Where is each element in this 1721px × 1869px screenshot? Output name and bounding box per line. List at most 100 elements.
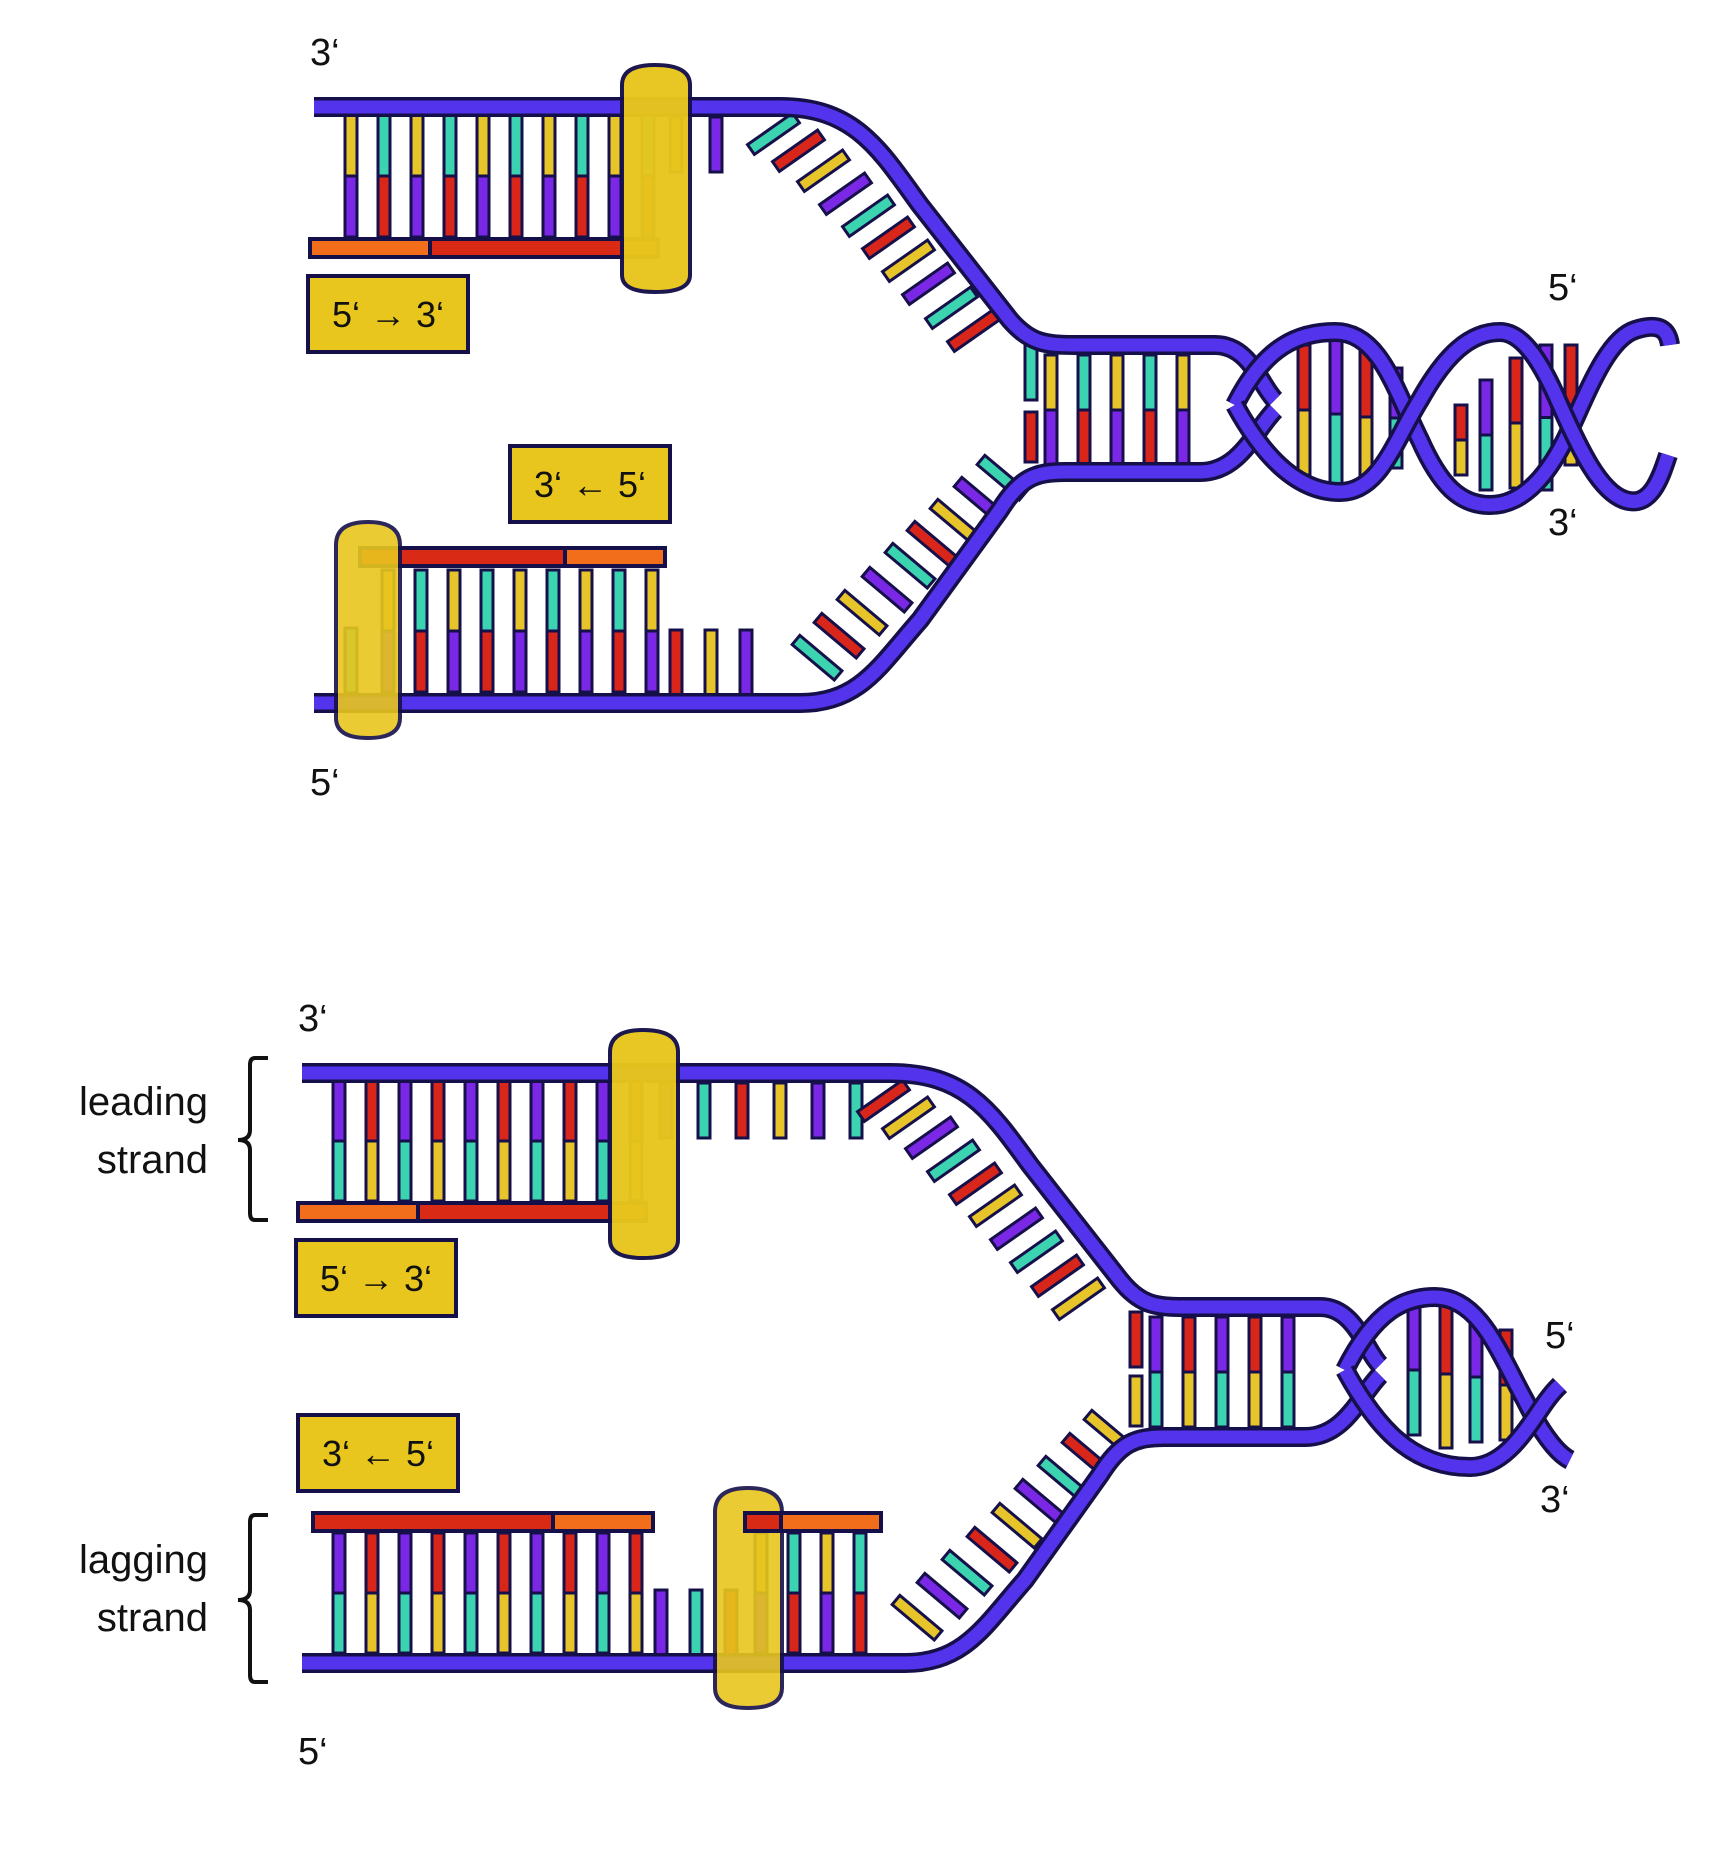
base-pair xyxy=(607,113,623,178)
base-pair xyxy=(578,568,594,633)
base-pair xyxy=(463,1531,479,1595)
base-pair xyxy=(475,113,491,178)
bottom-panel: 5‘ → 3‘ 3‘ ← 5‘ leading strand lagging s… xyxy=(79,998,1576,1773)
base-pair xyxy=(795,147,852,194)
base-pair xyxy=(967,1182,1024,1229)
base-pair xyxy=(578,629,594,694)
bottom-direction-lower: 3‘ ← 5‘ xyxy=(322,1433,434,1474)
base-pair xyxy=(496,1079,512,1143)
top-leading-primer xyxy=(308,237,432,259)
base-pair xyxy=(880,237,937,284)
base-pair xyxy=(988,1205,1045,1252)
base-pair xyxy=(529,1139,545,1203)
base-pair xyxy=(446,629,462,694)
base-pair xyxy=(529,1079,545,1143)
base-pair xyxy=(397,1079,413,1143)
base-pair xyxy=(541,174,557,239)
base-pair xyxy=(376,113,392,178)
base-pair xyxy=(790,633,845,683)
top-bases xyxy=(343,110,1579,697)
base-pair xyxy=(1508,356,1524,425)
base-pair xyxy=(529,1531,545,1595)
leading-strand-label-line2: strand xyxy=(97,1138,208,1182)
base-pair xyxy=(595,1531,611,1595)
base-pair xyxy=(1296,343,1312,412)
base-pair xyxy=(1109,353,1125,412)
base-pair xyxy=(595,1139,611,1203)
base-pair xyxy=(430,1079,446,1143)
base-pair xyxy=(653,1588,669,1657)
bottom-lagging-primer-2 xyxy=(779,1511,883,1533)
base-pair xyxy=(343,113,359,178)
base-pair xyxy=(413,629,429,694)
base-pair xyxy=(745,110,802,157)
base-pair xyxy=(703,628,719,697)
base-pair xyxy=(409,174,425,239)
bracket-icon xyxy=(237,1513,268,1684)
base-pair xyxy=(1043,353,1059,412)
base-pair xyxy=(628,1531,644,1595)
base-pair xyxy=(364,1591,380,1655)
base-pair xyxy=(1175,353,1191,412)
base-pair xyxy=(786,1591,802,1655)
base-pair xyxy=(883,541,938,591)
dna-polymerase-icon xyxy=(620,62,692,295)
base-pair xyxy=(1247,1315,1263,1374)
base-pair xyxy=(855,1077,912,1124)
base-pair xyxy=(1280,1315,1296,1374)
top-end-5prime-right: 5‘ xyxy=(1548,267,1578,309)
base-pair xyxy=(738,628,754,697)
base-pair xyxy=(364,1139,380,1203)
base-pair xyxy=(812,611,867,661)
base-pair xyxy=(1328,338,1344,416)
base-pair xyxy=(1013,1477,1068,1527)
base-pair xyxy=(1468,1375,1484,1444)
bracket-icon xyxy=(237,1056,268,1222)
base-pair xyxy=(1453,403,1469,442)
base-pair xyxy=(852,1591,868,1655)
base-pair xyxy=(1214,1370,1230,1429)
base-pair xyxy=(479,629,495,694)
base-pair xyxy=(475,174,491,239)
base-pair xyxy=(1142,408,1158,467)
base-pair xyxy=(1296,408,1312,477)
base-pair xyxy=(343,174,359,239)
top-end-5prime-left: 5‘ xyxy=(310,762,340,804)
leading-strand-label-line1: leading xyxy=(79,1080,208,1124)
base-pair xyxy=(1043,408,1059,467)
base-pair xyxy=(644,568,660,633)
base-pair xyxy=(628,1591,644,1655)
base-pair xyxy=(364,1531,380,1595)
base-pair xyxy=(463,1139,479,1203)
base-pair xyxy=(508,174,524,239)
base-pair xyxy=(900,260,957,307)
base-pair xyxy=(1438,1372,1454,1450)
base-pair xyxy=(442,174,458,239)
dna-polymerase-icon xyxy=(334,519,402,741)
base-pair xyxy=(1247,1370,1263,1429)
base-pair xyxy=(479,568,495,633)
base-pair xyxy=(668,628,684,697)
base-pair xyxy=(688,1588,704,1657)
base-pair xyxy=(1023,343,1039,402)
base-pair xyxy=(835,588,890,638)
base-pair xyxy=(463,1591,479,1655)
base-pair xyxy=(1453,438,1469,477)
base-pair xyxy=(409,113,425,178)
base-pair xyxy=(1478,433,1494,492)
base-pair xyxy=(965,1525,1020,1575)
bottom-direction-box-upper xyxy=(294,1238,458,1318)
base-pair xyxy=(940,1548,995,1598)
top-direction-box-lower xyxy=(508,444,672,524)
base-pair xyxy=(1148,1315,1164,1374)
base-pair xyxy=(786,1531,802,1595)
base-pair xyxy=(1023,410,1039,464)
base-pair xyxy=(397,1139,413,1203)
base-pair xyxy=(512,568,528,633)
base-pair xyxy=(1478,378,1494,437)
base-pair xyxy=(1406,1303,1422,1372)
base-pair xyxy=(852,1531,868,1595)
base-pair xyxy=(905,519,960,569)
base-pair xyxy=(331,1079,347,1143)
